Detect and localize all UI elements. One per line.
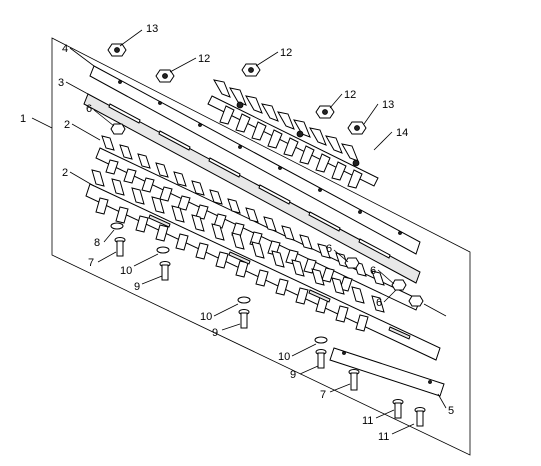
callout-7-b: 7 bbox=[320, 389, 326, 401]
callout-14: 14 bbox=[396, 127, 408, 139]
callout-10-a: 10 bbox=[120, 265, 132, 277]
callout-12-b: 12 bbox=[280, 47, 292, 59]
callout-11-a: 11 bbox=[362, 415, 373, 427]
callout-6-c: 6 bbox=[370, 265, 376, 277]
spacer-6-b bbox=[344, 257, 360, 269]
callout-9-a: 9 bbox=[134, 281, 140, 293]
callout-12-a: 12 bbox=[198, 53, 210, 65]
bolt-7-left bbox=[114, 237, 126, 257]
washer-10-c bbox=[314, 336, 328, 344]
washer-8 bbox=[110, 222, 124, 230]
assembly-frame bbox=[51, 37, 471, 456]
callout-11-b: 11 bbox=[378, 431, 389, 443]
callout-6-d: 6 bbox=[376, 297, 382, 309]
cutter-blade-2-lower bbox=[85, 169, 441, 361]
plate-part-5 bbox=[329, 347, 445, 397]
nut-12-b bbox=[241, 63, 261, 77]
spacer-6-d bbox=[408, 295, 424, 307]
callout-10-b: 10 bbox=[200, 311, 212, 323]
bolt-9-c bbox=[315, 349, 327, 369]
callout-6-b: 6 bbox=[326, 243, 332, 255]
bolt-11-b bbox=[414, 407, 426, 427]
spacer-6-c bbox=[391, 279, 407, 291]
cutter-blade-2-lower-slots bbox=[148, 214, 411, 340]
callout-12-c: 12 bbox=[344, 89, 356, 101]
callout-5: 5 bbox=[448, 405, 454, 417]
callout-7-a: 7 bbox=[88, 257, 94, 269]
callout-9-c: 9 bbox=[290, 369, 296, 381]
callout-labels: 1 4 3 6 2 2 13 12 12 12 13 14 8 7 10 9 1… bbox=[20, 23, 454, 443]
bar-part-4-holes bbox=[118, 80, 402, 235]
callout-13-a: 13 bbox=[146, 23, 158, 35]
bolt-9-a bbox=[159, 261, 171, 281]
washer-10-a bbox=[156, 246, 170, 254]
nut-12-c bbox=[315, 105, 335, 119]
callout-1: 1 bbox=[20, 113, 26, 125]
callout-9-b: 9 bbox=[212, 327, 218, 339]
bolt-7-right bbox=[348, 369, 360, 391]
callout-10-c: 10 bbox=[278, 351, 290, 363]
spacer-6-a bbox=[110, 123, 126, 135]
bar-part-3-slots bbox=[108, 103, 391, 259]
callout-13-b: 13 bbox=[382, 99, 394, 111]
callout-2-a: 2 bbox=[64, 119, 70, 131]
callout-8: 8 bbox=[94, 237, 100, 249]
callout-4: 4 bbox=[62, 43, 68, 55]
nut-13-top bbox=[107, 43, 127, 57]
callout-3: 3 bbox=[58, 77, 64, 89]
blade-part-14 bbox=[207, 79, 379, 189]
nut-12-a bbox=[155, 69, 175, 83]
nut-13-right bbox=[347, 121, 367, 135]
bolt-11-a bbox=[392, 399, 404, 419]
callout-6-a: 6 bbox=[86, 103, 92, 115]
washer-10-b bbox=[237, 296, 251, 304]
bar-part-4 bbox=[89, 65, 421, 255]
bolt-9-b bbox=[238, 309, 250, 329]
callout-2-b: 2 bbox=[62, 167, 68, 179]
leader-lines bbox=[31, 29, 447, 435]
